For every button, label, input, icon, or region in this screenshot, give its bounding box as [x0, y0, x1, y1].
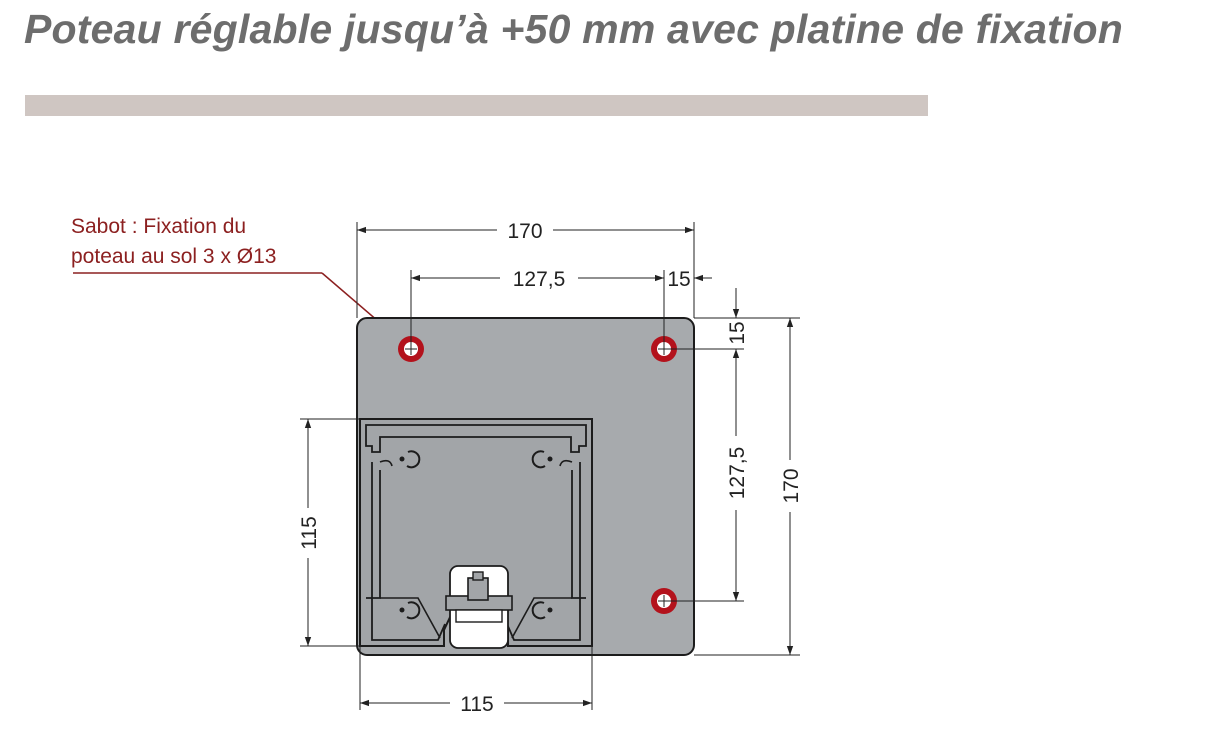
extension-lines — [300, 222, 800, 710]
title-underline-bar — [25, 95, 928, 116]
dimension-plate-width: 170 — [357, 220, 694, 243]
dimension-hole-offset-horizontal: 15 — [667, 268, 712, 291]
page-title: Poteau réglable jusqu’à +50 mm avec plat… — [24, 6, 1124, 52]
dimension-label-hole-spacing-horizontal: 127,5 — [513, 268, 566, 291]
post-profile — [359, 418, 593, 649]
dimension-label-post-height: 115 — [298, 516, 321, 549]
dimension-label-plate-height: 170 — [780, 468, 803, 503]
callout-line-2: poteau au sol 3 x Ø13 — [71, 245, 277, 268]
callout-line-1: Sabot : Fixation du — [71, 215, 247, 238]
dimension-plate-height: 170 — [780, 318, 803, 655]
dimension-label-hole-spacing-vertical: 127,5 — [726, 447, 749, 500]
dimension-post-height: 115 — [298, 419, 321, 646]
dimension-label-post-width: 115 — [460, 693, 493, 716]
callout-label: Sabot : Fixation du poteau au sol 3 x Ø1… — [71, 212, 276, 272]
dimension-label-hole-offset-vertical: 15 — [726, 321, 749, 344]
dimension-post-width: 115 — [360, 693, 592, 716]
dimension-label-plate-width: 170 — [507, 220, 542, 243]
dimension-hole-offset-vertical: 15 — [726, 288, 749, 345]
dimension-hole-spacing-vertical: 127,5 — [726, 349, 749, 601]
dimension-label-hole-offset-horizontal: 15 — [667, 268, 690, 291]
dimension-hole-spacing-horizontal: 127,5 — [411, 268, 664, 291]
